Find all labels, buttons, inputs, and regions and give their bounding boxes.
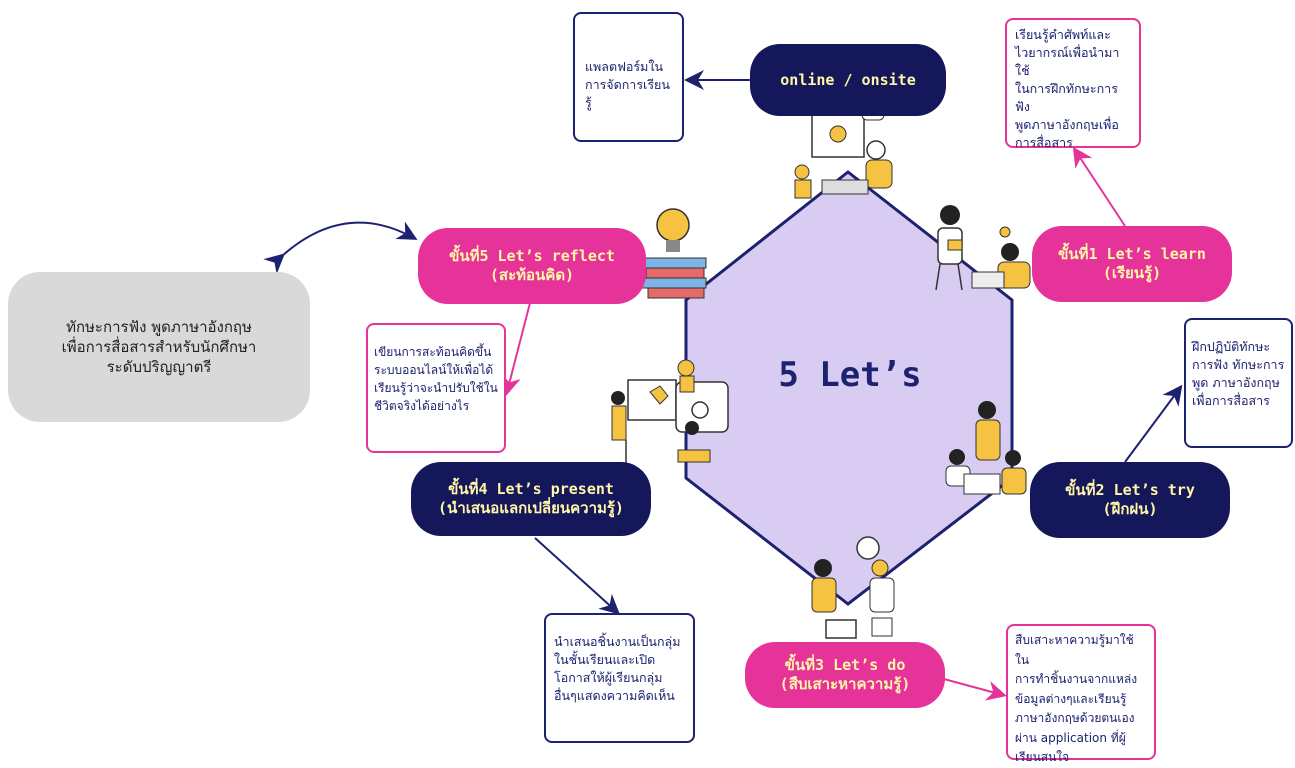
step2-note-line: การฟัง ทักษะการ [1192, 357, 1285, 372]
step1-title: ขั้นที่1 Let’s learn [1058, 245, 1206, 263]
step4-note-line: ในชั้นเรียนและเปิด [554, 652, 656, 667]
step2-note-box: ฝึกปฏิบัติทักษะ การฟัง ทักษะการ พูด ภาษา… [1184, 318, 1293, 448]
arrow-goal-link [263, 221, 418, 275]
goal-line: เพื่อการสื่อสารสำหรับนักศึกษา [61, 338, 257, 356]
step1-note-line: เรียนรู้คำศัพท์และ [1015, 27, 1111, 42]
goal-line: ทักษะการฟัง พูดภาษาอังกฤษ [66, 318, 252, 336]
step3-note-line: ผ่าน application ที่ผู้ [1015, 730, 1126, 745]
step4-note-line: อื่นๆแสดงความคิดเห็น [554, 688, 675, 703]
step4-note-box: นำเสนอชิ้นงานเป็นกลุ่ม ในชั้นเรียนและเปิ… [544, 613, 695, 743]
step2-note-line: ฝึกปฏิบัติทักษะ [1192, 339, 1271, 354]
arrow-step5 [501, 302, 531, 396]
do-research-illustration [811, 536, 895, 639]
step1-note-line: ในการฝึกทักษะการฟัง [1015, 81, 1118, 114]
step5-subtitle: (สะท้อนคิด) [489, 266, 575, 284]
step2-title: ขั้นที่2 Let’s try [1065, 481, 1195, 499]
step5-note-line: เรียนรู้ว่าจะนำปรับใช้ใน [374, 381, 498, 395]
present-board-illustration [611, 359, 729, 484]
learn-students-illustration [935, 205, 1031, 291]
step1-note-line: พูดภาษาอังกฤษเพื่อ [1015, 117, 1119, 132]
platform-note-line: แพลตฟอร์มใน [585, 59, 664, 74]
step4-pill: ขั้นที่4 Let’s present (นำเสนอแลกเปลี่ยน… [411, 462, 651, 536]
arrow-step2 [1124, 384, 1183, 463]
step3-title: ขั้นที่3 Let’s do [784, 656, 906, 674]
step3-note-line: การทำชิ้นงานจากแหล่ง [1015, 672, 1138, 686]
try-group-illustration [945, 401, 1027, 495]
step1-note-box: เรียนรู้คำศัพท์และ ไวยากรณ์เพื่อนำมาใช้ … [1005, 18, 1141, 150]
platform-note-line: การจัดการเรียนรู้ [585, 77, 670, 110]
step3-note-line: เรียนสนใจ [1015, 750, 1070, 764]
step5-note-box: เขียนการสะท้อนคิดขึ้น ระบบออนไลน์ให้เพื่… [366, 323, 506, 453]
step1-subtitle: (เรียนรู้) [1102, 264, 1162, 282]
step4-note-line: นำเสนอชิ้นงานเป็นกลุ่ม [554, 634, 681, 649]
step3-note-box: สืบเสาะหาความรู้มาใช้ใน การทำชิ้นงานจากแ… [1006, 624, 1156, 764]
step4-subtitle: (นำเสนอแลกเปลี่ยนความรู้) [438, 499, 624, 517]
lightbulb-books-illustration [641, 208, 707, 299]
step5-pill: ขั้นที่5 Let’s reflect (สะท้อนคิด) [418, 228, 646, 304]
goal-box: ทักษะการฟัง พูดภาษาอังกฤษ เพื่อการสื่อสา… [8, 272, 310, 422]
step3-note-line: ข้อมูลต่างๆและเรียนรู้ [1015, 691, 1127, 706]
step5-note-line: ชีวิตจริงได้อย่างไร [374, 399, 470, 413]
step3-note-line: สืบเสาะหาความรู้มาใช้ใน [1015, 633, 1134, 667]
step4-note-line: โอกาสให้ผู้เรียนกลุ่ม [554, 670, 663, 685]
step1-pill: ขั้นที่1 Let’s learn (เรียนรู้) [1032, 226, 1232, 302]
step2-subtitle: (ฝึกฝน) [1102, 500, 1158, 518]
step4-title: ขั้นที่4 Let’s present [448, 480, 614, 498]
step2-note-line: เพื่อการสื่อสาร [1192, 393, 1270, 408]
step2-pill: ขั้นที่2 Let’s try (ฝึกฝน) [1030, 462, 1230, 538]
central-hexagon [684, 170, 1014, 606]
arrow-step4 [534, 537, 620, 615]
step1-note-line: ไวยากรณ์เพื่อนำมาใช้ [1015, 45, 1120, 78]
step3-note-line: ภาษาอังกฤษด้วยตนเอง [1015, 711, 1135, 725]
platform-label: online / onsite [780, 70, 916, 89]
platform-note-box: แพลตฟอร์มใน การจัดการเรียนรู้ [573, 12, 684, 142]
step5-title: ขั้นที่5 Let’s reflect [449, 247, 615, 265]
step3-pill: ขั้นที่3 Let’s do (สืบเสาะหาความรู้) [745, 642, 945, 708]
online-learners-illustration [794, 107, 893, 199]
step1-note-line: การสื่อสาร [1015, 135, 1073, 150]
step5-note-line: เขียนการสะท้อนคิดขึ้น [374, 345, 492, 359]
arrow-step1 [1072, 146, 1126, 227]
step5-note-line: ระบบออนไลน์ให้เพื่อได้ [374, 363, 494, 377]
goal-line: ระดับปริญญาตรี [106, 358, 212, 376]
platform-pill: online / onsite [750, 44, 946, 116]
step2-note-line: พูด ภาษาอังกฤษ [1192, 375, 1280, 390]
step3-subtitle: (สืบเสาะหาความรู้) [779, 675, 911, 693]
center-title: 5 Let’s [778, 355, 922, 395]
